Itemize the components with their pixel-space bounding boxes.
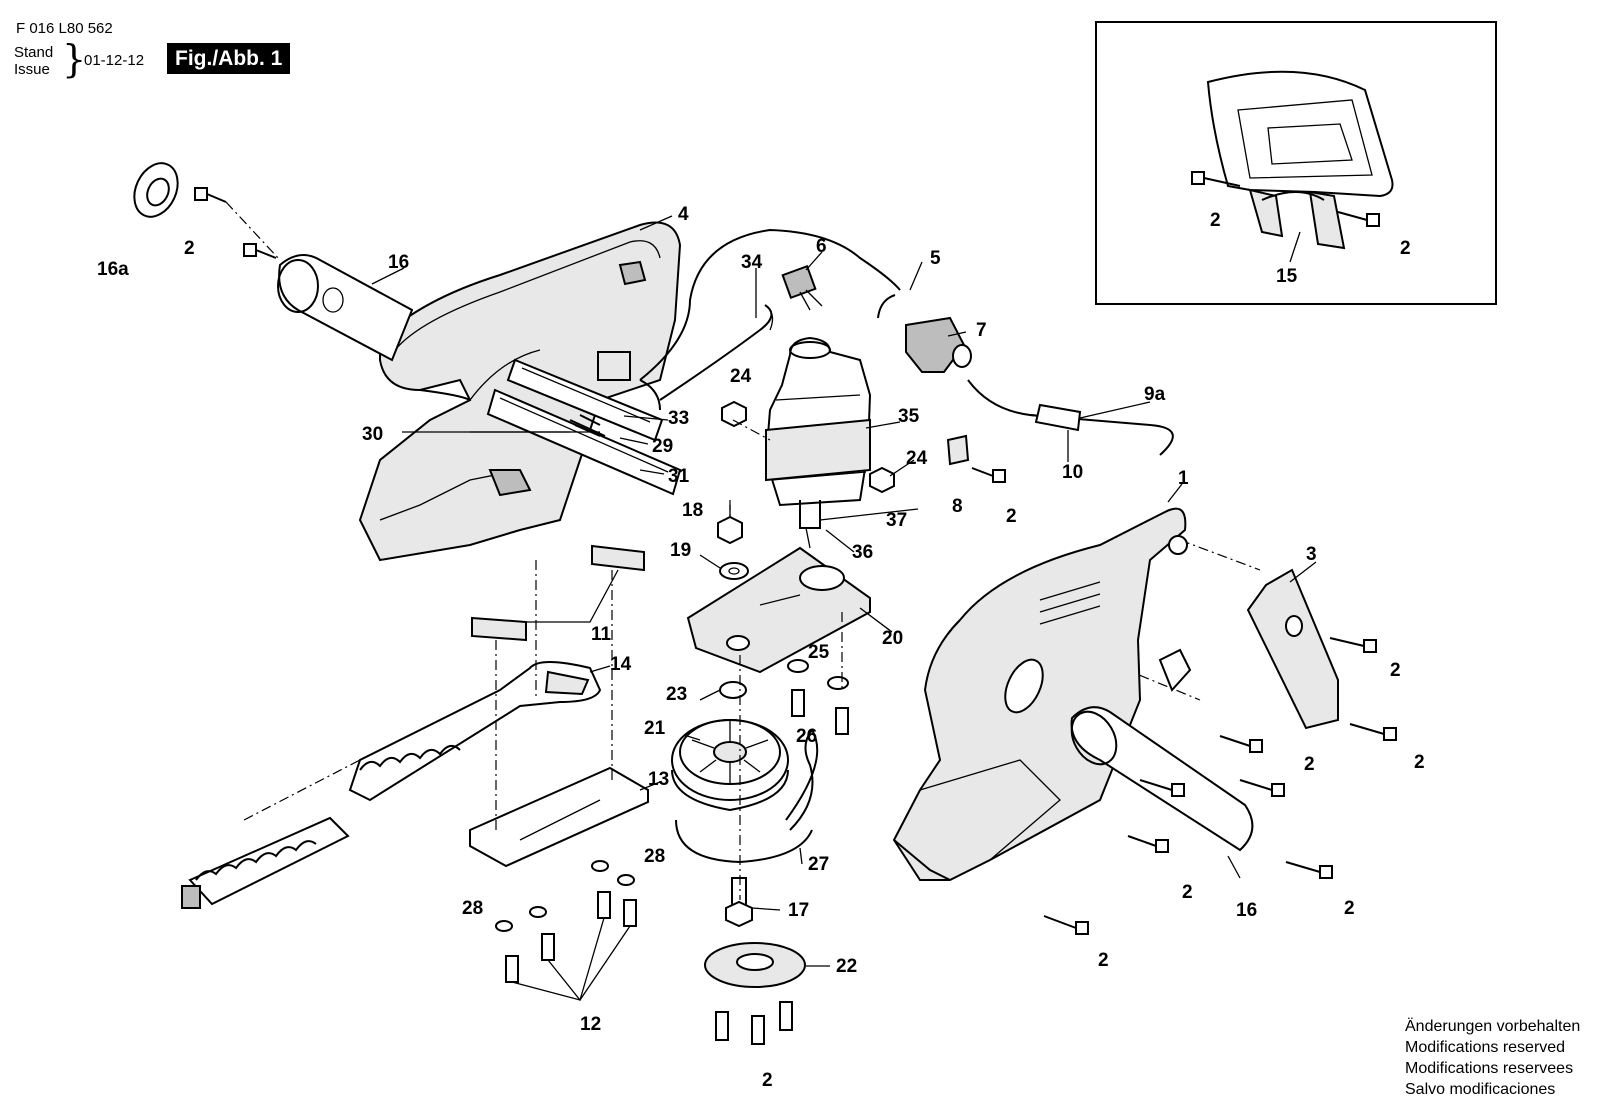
label-part-15: 15 (1276, 266, 1298, 287)
label-part-2-inset-right: 2 (1400, 238, 1411, 259)
label-part-24-right: 24 (906, 448, 928, 469)
label-part-2-left: 2 (184, 238, 195, 259)
label-part-10: 10 (1062, 462, 1083, 483)
label-part-18: 18 (682, 500, 703, 521)
plate-part-13 (469, 766, 649, 868)
label-part-2-r6: 2 (1098, 950, 1109, 971)
issue-label: Issue (14, 61, 50, 78)
brace-glyph: } (62, 37, 87, 81)
label-part-2-r4: 2 (1182, 882, 1193, 903)
flange-part-22 (704, 942, 806, 988)
notice-fr: Modifications reservees (1405, 1060, 1574, 1077)
screws-housing-right (1043, 637, 1397, 935)
motor-part-35 (764, 336, 872, 549)
label-part-35: 35 (898, 406, 920, 427)
label-part-2-r3: 2 (1304, 754, 1315, 775)
leader-lines (371, 215, 1317, 967)
power-cable-9a (967, 379, 1174, 456)
washer-part-19 (719, 562, 749, 580)
lower-blade (181, 816, 350, 909)
label-part-1: 1 (1178, 468, 1189, 489)
label-part-16: 16 (388, 252, 409, 273)
label-part-20: 20 (882, 628, 903, 649)
screws-part-12 (505, 891, 637, 1002)
label-part-14: 14 (610, 654, 632, 675)
inset-guard-detail (1095, 21, 1497, 305)
upper-housing-part-4 (358, 221, 682, 562)
label-part-22: 22 (836, 956, 857, 977)
label-part-26: 26 (796, 726, 817, 747)
label-part-23: 23 (666, 684, 687, 705)
blade-part-14 (348, 661, 602, 802)
label-part-33: 33 (668, 408, 689, 429)
label-part-3: 3 (1306, 544, 1317, 565)
stand-issue-label: Stand Issue (14, 44, 53, 78)
label-part-30: 30 (362, 424, 383, 445)
gear-wheel-21 (671, 719, 789, 812)
label-part-28-left: 28 (462, 898, 483, 919)
label-part-8: 8 (952, 496, 963, 517)
label-part-7: 7 (976, 320, 987, 341)
screws-handle-left (194, 187, 281, 261)
label-part-2-bottom: 2 (762, 1070, 773, 1091)
label-part-6: 6 (816, 236, 827, 257)
label-part-2-clip: 2 (1006, 506, 1017, 527)
label-part-2-r1: 2 (1390, 660, 1401, 681)
part-labels: 4 16 16a 2 34 6 5 7 9a 10 1 3 24 35 24 8… (97, 204, 1425, 1091)
capacitor-part-6 (781, 264, 823, 311)
switch-part-33 (597, 351, 661, 411)
notice-es: Salvo modificaciones (1405, 1081, 1556, 1098)
screws-flange (715, 1001, 793, 1045)
label-part-2-inset-left: 2 (1210, 210, 1221, 231)
label-part-27: 27 (808, 854, 829, 875)
label-part-17: 17 (788, 900, 809, 921)
label-part-9a: 9a (1144, 384, 1166, 405)
blocks-part-11 (471, 544, 645, 642)
washers-part-28 (495, 860, 635, 932)
switch-part-7 (905, 316, 972, 373)
label-part-12: 12 (580, 1014, 601, 1035)
label-part-25: 25 (808, 642, 830, 663)
stand-label: Stand (14, 44, 54, 61)
label-part-13: 13 (648, 769, 669, 790)
label-part-2-r2: 2 (1414, 752, 1425, 773)
slide-plates-29-31 (470, 358, 682, 496)
clip-part-8 (946, 434, 1006, 483)
handle-tube-16-left (277, 254, 414, 362)
label-part-28-right: 28 (644, 846, 665, 867)
label-part-19: 19 (670, 540, 691, 561)
lower-housing-part-1 (892, 507, 1192, 881)
end-cap-16a (133, 162, 179, 218)
modifications-notice: Änderungen vorbehalten Modifications res… (1405, 1016, 1580, 1100)
label-part-5: 5 (930, 248, 941, 269)
label-part-21: 21 (644, 718, 666, 739)
washer-part-23 (719, 681, 747, 699)
label-part-29: 29 (652, 436, 673, 457)
issue-date: 01-12-12 (84, 52, 145, 69)
label-part-36: 36 (852, 542, 873, 563)
label-part-34: 34 (741, 252, 763, 273)
document-code: F 016 L80 562 (16, 20, 113, 37)
label-part-16-right: 16 (1236, 900, 1257, 921)
notice-de: Änderungen vorbehalten (1405, 1018, 1581, 1035)
screws-part-26 (791, 689, 849, 735)
washers-part-25 (787, 659, 849, 690)
label-part-24-top: 24 (730, 366, 752, 387)
notice-en: Modifications reserved (1405, 1039, 1566, 1056)
bolt-part-17 (725, 877, 753, 928)
figure-badge: Fig./Abb. 1 (167, 43, 291, 74)
label-part-4: 4 (678, 204, 689, 225)
label-part-11: 11 (591, 624, 612, 645)
label-part-37: 37 (886, 510, 907, 531)
label-part-16a: 16a (97, 259, 129, 280)
handle-tube-16-right (1070, 706, 1254, 852)
label-part-31: 31 (668, 466, 690, 487)
wiring-harness (639, 228, 901, 401)
bracket-part-3 (1246, 568, 1339, 730)
gear-plate-20 (686, 546, 871, 674)
nuts-part-24 (721, 400, 895, 494)
label-part-2-r5: 2 (1344, 898, 1355, 919)
